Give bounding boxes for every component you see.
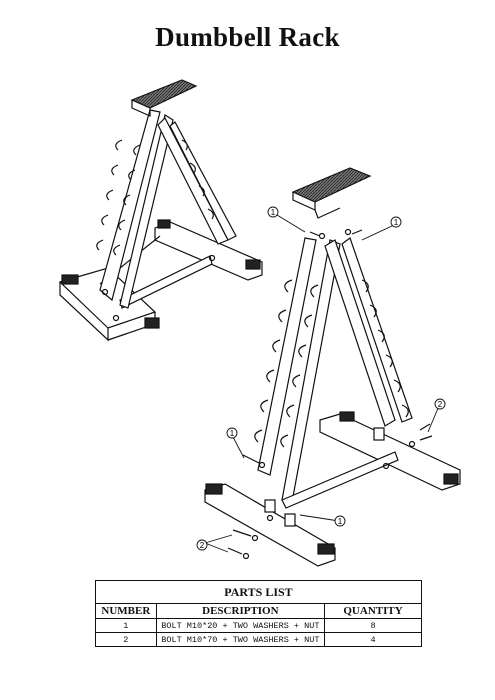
column-header-number: NUMBER	[95, 603, 157, 619]
callout-1-bottom: 1	[334, 515, 346, 527]
row-number: 2	[95, 632, 157, 647]
row-description: BOLT M10*70 + TWO WASHERS + NUT	[155, 632, 326, 647]
parts-list-table: PARTS LIST NUMBER DESCRIPTION QUANTITY 1…	[95, 580, 422, 647]
callout-2-right: 2	[434, 398, 446, 410]
row-number: 1	[95, 618, 157, 633]
row-description: BOLT M10*20 + TWO WASHERS + NUT	[155, 618, 326, 633]
callout-label: 1	[394, 218, 399, 227]
parts-list-heading: PARTS LIST	[95, 580, 422, 604]
callouts	[204, 214, 440, 553]
row-quantity: 4	[324, 632, 422, 647]
callout-1-top-left: 1	[267, 206, 279, 218]
exploded-rack	[204, 167, 461, 567]
callout-label: 1	[230, 429, 235, 438]
callout-2-left: 2	[196, 539, 208, 551]
table-row: 1 BOLT M10*20 + TWO WASHERS + NUT 8	[95, 618, 422, 633]
table-row: 2 BOLT M10*70 + TWO WASHERS + NUT 4	[95, 632, 422, 647]
callout-label: 1	[338, 517, 343, 526]
callout-1-left: 1	[226, 427, 238, 439]
callout-label: 1	[271, 208, 276, 217]
row-quantity: 8	[324, 618, 422, 633]
column-header-description: DESCRIPTION	[155, 603, 326, 619]
callout-label: 2	[438, 400, 443, 409]
callout-label: 2	[200, 541, 205, 550]
assembled-rack	[58, 79, 263, 342]
column-header-quantity: QUANTITY	[324, 603, 422, 619]
callout-1-top-right: 1	[390, 216, 402, 228]
page-title: Dumbbell Rack	[155, 22, 340, 52]
